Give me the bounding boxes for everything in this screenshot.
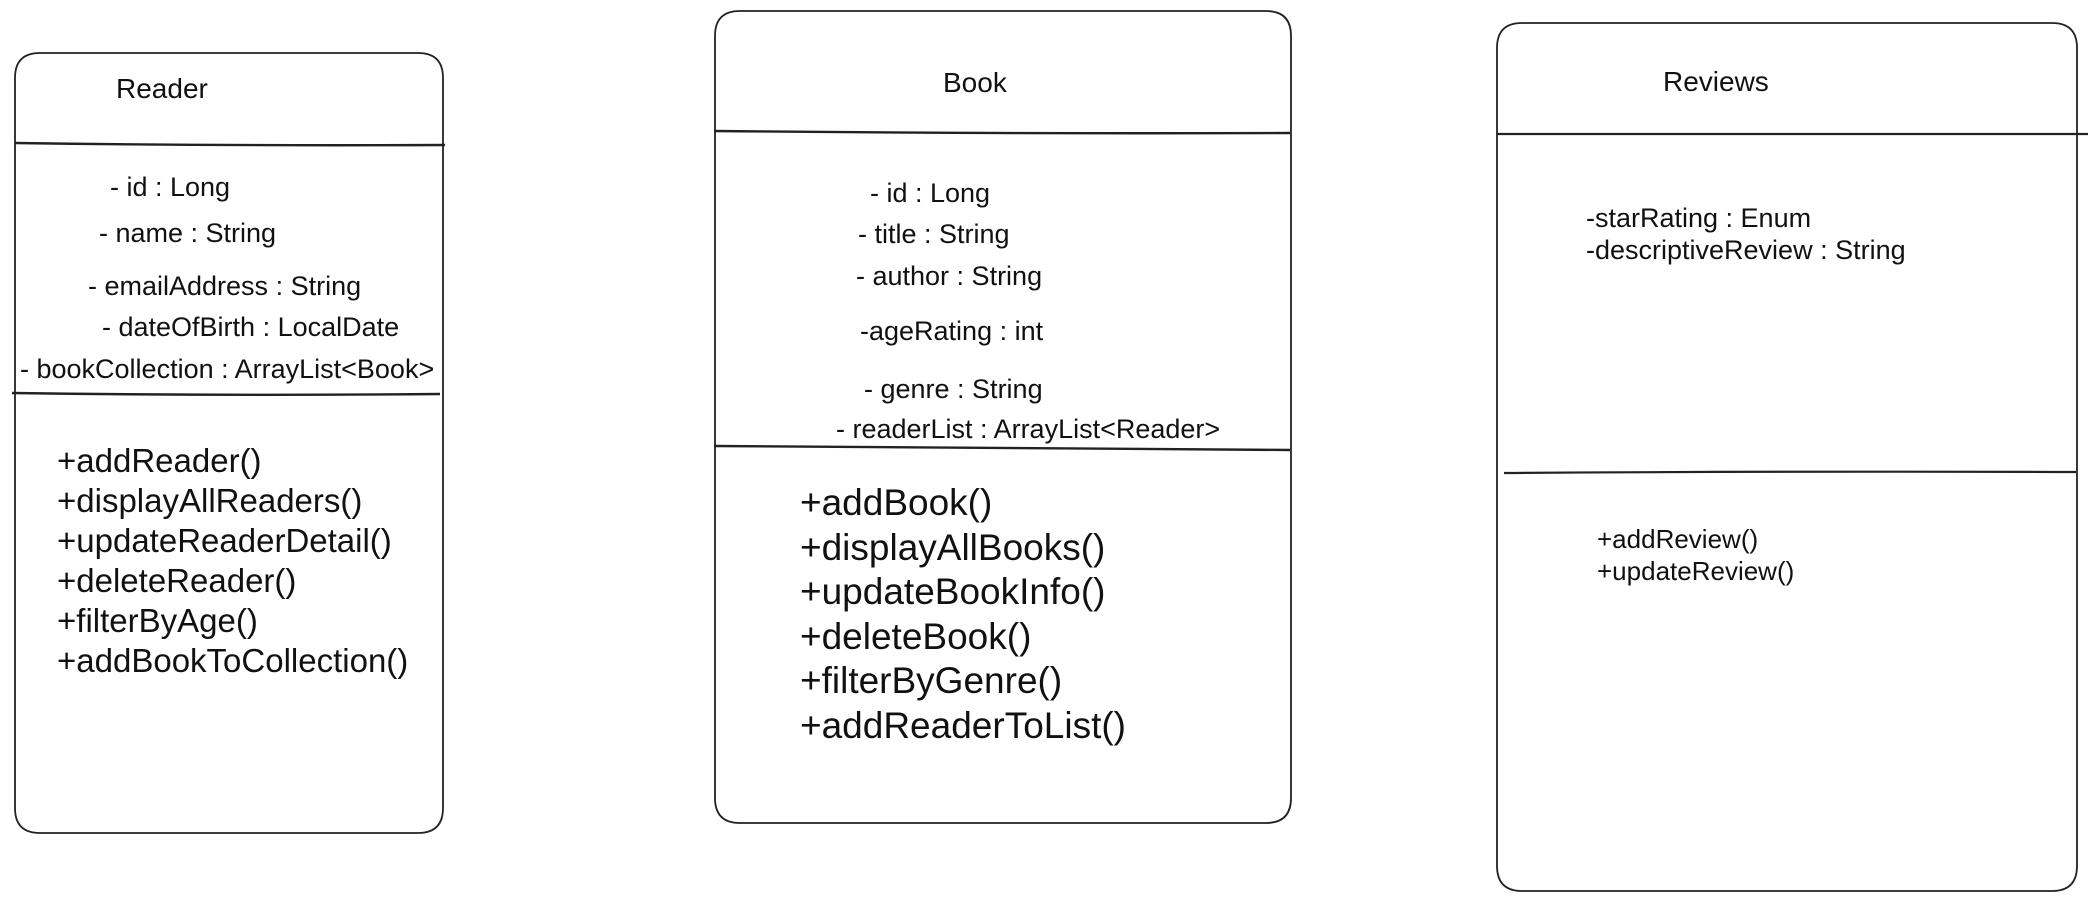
reader-class-box — [14, 52, 444, 834]
reviews-attribute-descriptivereview: -descriptiveReview : String — [1586, 235, 1906, 265]
book-method-addbook: +addBook() — [800, 482, 993, 523]
reviews-class-name: Reviews — [1663, 66, 1769, 97]
reviews-attributes-divider — [1503, 470, 2077, 475]
book-method-filterbygenre: +filterByGenre() — [800, 660, 1063, 701]
reader-method-deletereader: +deleteReader() — [57, 562, 297, 599]
reader-header-divider — [14, 141, 446, 147]
reader-attribute-id: - id : Long — [110, 172, 231, 202]
reader-method-addreader: +addReader() — [57, 442, 262, 479]
reviews-attributes: -starRating : Enum -descriptiveReview : … — [1586, 202, 1906, 266]
reader-attribute-dob: - dateOfBirth : LocalDate — [102, 312, 400, 342]
book-attribute-title: - title : String — [858, 219, 1010, 249]
book-attribute-id: - id : Long — [870, 178, 991, 208]
reviews-method-addreview: +addReview() — [1597, 524, 1759, 554]
reader-attribute-email: - emailAddress : String — [88, 271, 362, 301]
reader-methods: +addReader() +displayAllReaders() +updat… — [57, 441, 408, 681]
book-attributes-divider — [713, 444, 1291, 452]
book-header-divider — [713, 129, 1291, 135]
book-class-box — [714, 10, 1292, 824]
book-attribute-readerlist: - readerList : ArrayList<Reader> — [836, 414, 1221, 444]
book-attribute-genre: - genre : String — [864, 374, 1043, 404]
reader-attributes-divider — [11, 391, 441, 396]
book-class-name: Book — [943, 67, 1007, 98]
book-attribute-agerating: -ageRating : int — [860, 316, 1044, 346]
reader-attribute-name: - name : String — [99, 218, 277, 248]
reader-method-filterbyage: +filterByAge() — [57, 602, 258, 639]
reader-method-displayallreaders: +displayAllReaders() — [57, 482, 363, 519]
reader-method-addbooktocollection: +addBookToCollection() — [57, 642, 409, 679]
reviews-attribute-starrating: -starRating : Enum — [1586, 203, 1812, 233]
book-method-updatebookinfo: +updateBookInfo() — [800, 571, 1106, 612]
reviews-methods: +addReview() +updateReview() — [1597, 523, 1794, 587]
reader-method-updatereaderdetail: +updateReaderDetail() — [57, 522, 392, 559]
book-method-addreadertolist: +addReaderToList() — [800, 704, 1126, 746]
book-method-deletebook: +deleteBook() — [800, 615, 1032, 657]
reviews-class-box — [1496, 22, 2078, 892]
book-attribute-author: - author : String — [856, 261, 1043, 291]
reviews-method-updatereview: +updateReview() — [1597, 556, 1795, 586]
reader-attribute-bookcollection: - bookCollection : ArrayList<Book> — [20, 354, 435, 384]
book-method-displayallbooks: +displayAllBooks() — [800, 526, 1106, 568]
book-methods: +addBook() +displayAllBooks() +updateBoo… — [800, 481, 1126, 748]
reader-class-name: Reader — [116, 73, 208, 104]
